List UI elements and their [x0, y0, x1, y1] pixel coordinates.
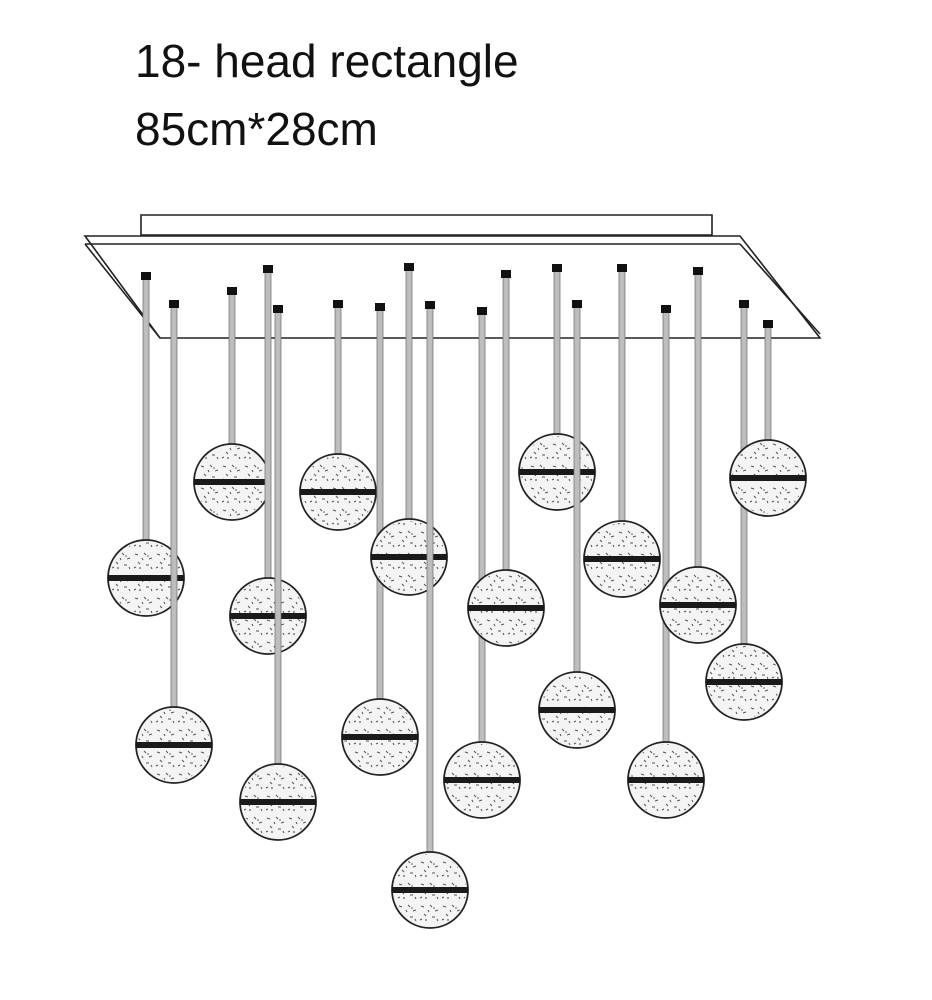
sphere-band — [539, 707, 615, 713]
sphere-band — [628, 777, 704, 783]
pendant-cap — [693, 267, 703, 275]
sphere-band — [730, 475, 806, 481]
pendant-cap — [333, 300, 343, 308]
sphere-band — [444, 777, 520, 783]
pendant-rod — [405, 268, 413, 520]
pendant — [583, 264, 661, 598]
pendant-rod — [376, 308, 384, 700]
sphere-band — [706, 679, 782, 685]
sphere-band — [230, 613, 306, 619]
pendant-cap — [617, 264, 627, 272]
sphere-band — [519, 469, 595, 475]
pendant-cap — [227, 287, 237, 295]
pendant-rod — [764, 325, 772, 441]
pendant — [659, 267, 737, 644]
sphere-band — [240, 799, 316, 805]
sphere-band — [371, 554, 447, 560]
pendant-cap — [169, 300, 179, 308]
pendant-rod — [694, 272, 702, 568]
sphere-band — [136, 742, 212, 748]
pendant-rod — [274, 310, 282, 765]
pendant-cap — [501, 270, 511, 278]
pendant-cap — [273, 305, 283, 313]
pendant — [107, 272, 185, 617]
canopy-top-plate — [140, 214, 713, 236]
pendant — [443, 307, 521, 819]
pendant-cap — [263, 265, 273, 273]
canopy-base-plate — [83, 235, 822, 339]
sphere-band — [108, 575, 184, 581]
diagram-title: 18- head rectangle — [135, 35, 519, 87]
pendant — [729, 320, 807, 517]
pendant — [538, 300, 616, 749]
pendant — [627, 305, 705, 819]
pendant-cap — [404, 263, 414, 271]
sphere-band — [392, 887, 468, 893]
pendant-rod — [662, 310, 670, 743]
pendant-group — [107, 263, 807, 929]
pendant-cap — [425, 301, 435, 309]
pendant — [341, 303, 419, 776]
pendant — [467, 270, 545, 647]
sphere-band — [468, 605, 544, 611]
pendant-rod — [426, 306, 434, 853]
pendant-cap — [141, 272, 151, 280]
pendant-rod — [334, 305, 342, 455]
pendant-cap — [552, 264, 562, 272]
canopy-side-edge — [739, 243, 821, 335]
pendant — [299, 300, 377, 531]
pendant — [229, 265, 307, 655]
pendant — [391, 301, 469, 929]
pendant-rod — [228, 292, 236, 445]
pendant-rod — [502, 275, 510, 571]
pendant-rod — [573, 305, 581, 673]
pendant — [239, 305, 317, 841]
diagram-dimensions: 85cm*28cm — [135, 103, 378, 155]
pendant-cap — [572, 300, 582, 308]
pendant-rod — [264, 270, 272, 579]
pendant-cap — [739, 300, 749, 308]
pendant — [193, 287, 271, 521]
pendant-cap — [763, 320, 773, 328]
pendant-cap — [477, 307, 487, 315]
sphere-band — [342, 734, 418, 740]
pendant-rod — [553, 269, 561, 435]
pendant — [135, 300, 213, 784]
sphere-band — [194, 479, 270, 485]
sphere-band — [300, 489, 376, 495]
pendant-rod — [170, 305, 178, 708]
pendant-rod — [478, 312, 486, 743]
pendant-rod — [618, 269, 626, 522]
pendant-cap — [375, 303, 385, 311]
ceiling-canopy — [83, 214, 822, 339]
pendant-rod — [142, 277, 150, 541]
sphere-band — [660, 602, 736, 608]
pendant-cap — [661, 305, 671, 313]
sphere-band — [584, 556, 660, 562]
